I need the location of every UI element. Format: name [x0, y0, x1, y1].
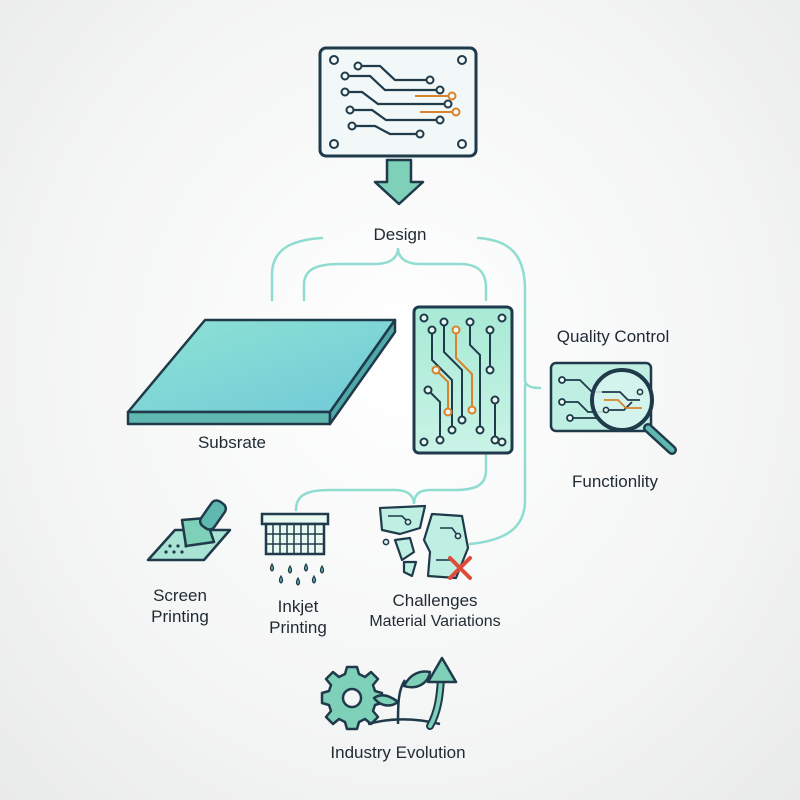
broken-board-icon — [378, 504, 472, 580]
circuit-design-icon — [318, 46, 478, 158]
growth-arrow-icon — [426, 656, 458, 730]
quality-control-label: Quality Control — [556, 327, 670, 346]
circuit-board-icon — [412, 305, 514, 455]
screen-printing-label: Screen Printing — [130, 585, 230, 627]
functionality-label: Functionlity — [572, 472, 658, 491]
connector-lines — [270, 236, 542, 546]
substrate-slab-icon — [126, 318, 397, 426]
substrate-label: Subsrate — [197, 433, 267, 452]
inkjet-printing-line1: Inkjet — [277, 597, 319, 616]
industry-evolution-label: Industry Evolution — [330, 743, 466, 762]
challenges-line2: Material Variations — [369, 613, 501, 630]
squeegee-icon — [146, 499, 232, 562]
inkjet-head-icon — [260, 512, 330, 586]
challenges-line1: Challenges — [392, 591, 478, 610]
sprout-icon — [367, 670, 441, 726]
challenges-label: Challenges Material Variations — [350, 590, 520, 632]
design-label: Design — [373, 225, 427, 244]
inkjet-printing-line2: Printing — [269, 618, 327, 637]
magnifier-board-icon — [549, 361, 677, 455]
inkjet-printing-label: Inkjet Printing — [250, 596, 346, 638]
arrow-down-icon — [373, 158, 425, 206]
screen-printing-line1: Screen — [153, 586, 207, 605]
gear-icon — [320, 665, 384, 731]
screen-printing-line2: Printing — [151, 607, 209, 626]
